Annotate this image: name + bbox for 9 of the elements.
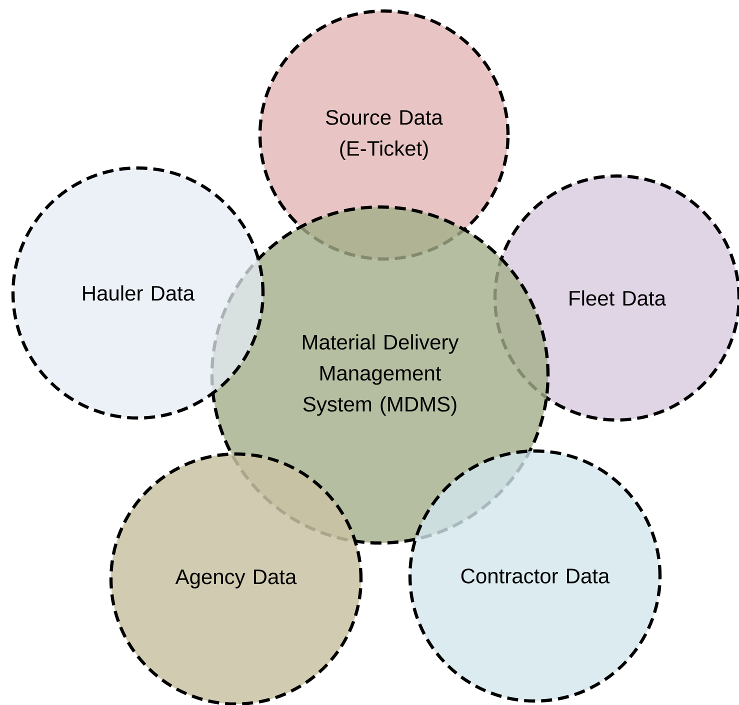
data-circle [109,452,363,705]
circle-label: Contractor Data [461,568,610,584]
circle-label: Agency Data [175,570,297,588]
circle-label: Hauler Data [83,285,195,301]
circle-label: Material Delivery Management System (MDMS) [302,334,459,416]
data-circle [11,166,265,420]
circle-label: Fleet Data [570,290,666,306]
data-circle [408,449,662,703]
circle-label: Source Data (E-Ticket) [326,110,443,160]
